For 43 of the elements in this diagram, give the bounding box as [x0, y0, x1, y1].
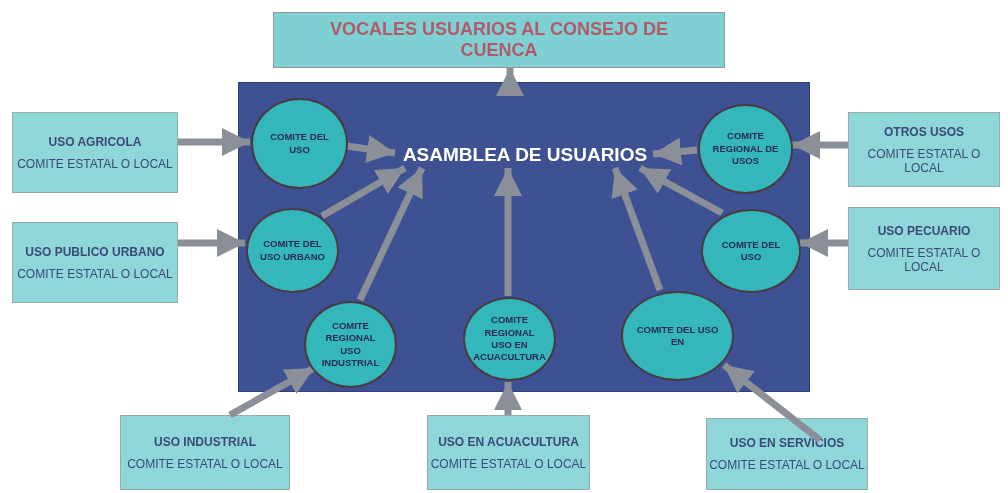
box-heading: USO INDUSTRIAL	[153, 434, 257, 449]
arrow	[652, 137, 698, 166]
box-heading: USO EN SERVICIOS	[728, 436, 846, 450]
box-heading: USO EN ACUACULTURA	[437, 434, 580, 449]
box-text: COMITE ESTATAL O LOCAL	[866, 146, 982, 175]
box-text: COMITE ESTATAL O LOCAL	[17, 266, 173, 281]
box-text: COMITE ESTATAL O LOCAL	[709, 458, 865, 472]
arrow	[320, 164, 407, 220]
committee-circle: COMITE REGIONAL USO EN ACUACULTURA	[463, 297, 556, 381]
committee-circle: COMITE DEL USO URBANO	[246, 208, 339, 293]
committee-circle: COMITE DEL USO	[701, 209, 801, 293]
box-text: COMITE ESTATAL O LOCAL	[127, 456, 283, 471]
arrow	[800, 229, 848, 257]
committee-circle: COMITE REGIONAL USO INDUSTRIAL	[304, 301, 397, 388]
arrow	[496, 68, 524, 96]
box-heading: OTROS USOS	[883, 124, 965, 139]
box-heading: USO PECUARIO	[876, 223, 972, 238]
box-heading: USO AGRICOLA	[47, 134, 143, 149]
box-heading: USO PUBLICO URBANO	[24, 244, 166, 259]
arrow	[611, 166, 664, 292]
use-box	[427, 415, 590, 490]
box-text: COMITE ESTATAL O LOCAL	[866, 245, 982, 274]
use-box	[706, 418, 868, 490]
use-box	[120, 415, 290, 490]
use-box	[12, 222, 178, 303]
heading-box: VOCALES USUARIOS AL CONSEJO DE CUENCA	[273, 12, 725, 68]
committee-circle: COMITE DEL USO	[251, 98, 348, 189]
assembly-title: ASAMBLEA DE USUARIOS	[396, 141, 654, 169]
box-text: COMITE ESTATAL O LOCAL	[17, 156, 173, 171]
arrow	[178, 229, 245, 257]
use-box	[848, 112, 1000, 187]
committee-circle: COMITE DEL USO EN	[621, 291, 734, 381]
arrow	[346, 135, 396, 163]
arrow	[494, 382, 522, 415]
arrow	[356, 166, 426, 302]
use-box	[12, 112, 178, 193]
arrow	[792, 131, 848, 159]
assembly-panel	[238, 82, 810, 392]
box-text: COMITE ESTATAL O LOCAL	[430, 456, 587, 471]
committee-circle: COMITE REGIONAL DE USOS	[698, 104, 793, 194]
arrow	[178, 128, 250, 156]
use-box	[848, 207, 1000, 290]
arrow	[638, 164, 724, 217]
